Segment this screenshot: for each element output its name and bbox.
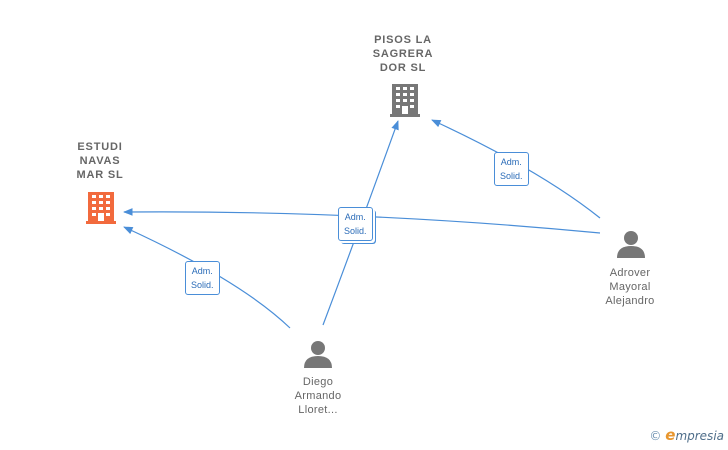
- company-node-estudi[interactable]: ESTUDI NAVAS MAR SL: [52, 140, 148, 182]
- edge-label-adrover-pisos[interactable]: Adm. Solid.: [494, 152, 529, 186]
- person-node-diego[interactable]: Diego Armando Lloret...: [268, 375, 368, 417]
- person-icon: [304, 341, 332, 368]
- brand-name: mpresia: [675, 429, 724, 443]
- person-icon: [617, 231, 645, 258]
- brand-initial: e: [665, 426, 676, 444]
- copyright-symbol: ©: [649, 429, 662, 443]
- company-name: PISOS LA SAGRERA DOR SL: [372, 34, 434, 74]
- edge-label-diego-estudi[interactable]: Adm. Solid.: [185, 261, 220, 295]
- building-icon: [390, 84, 420, 117]
- company-name: ESTUDI NAVAS MAR SL: [76, 141, 124, 181]
- person-name: Adrover Mayoral Alejandro: [605, 267, 655, 307]
- edge-label-adrover-estudi[interactable]: Adm. Solid.: [338, 207, 373, 241]
- person-node-adrover[interactable]: Adrover Mayoral Alejandro: [580, 266, 680, 308]
- empresia-watermark: © empresia: [649, 426, 724, 444]
- building-icon: [86, 192, 116, 224]
- company-node-pisos[interactable]: PISOS LA SAGRERA DOR SL: [355, 33, 451, 75]
- edge-diego-to-estudi: [123, 226, 291, 329]
- person-name: Diego Armando Lloret...: [294, 376, 342, 416]
